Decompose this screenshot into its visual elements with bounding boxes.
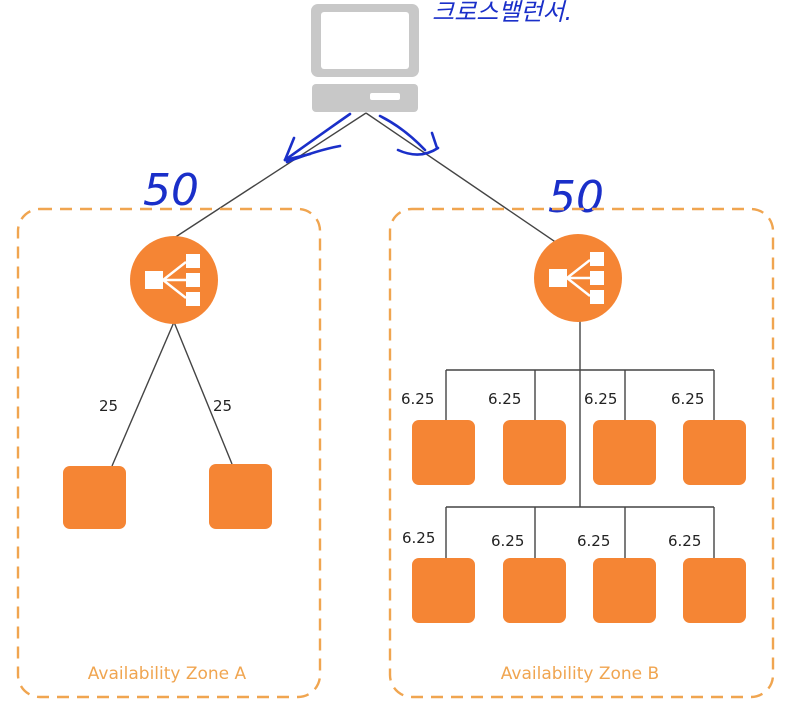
instance-b-8 bbox=[683, 558, 746, 623]
instance-b-4 bbox=[683, 420, 746, 485]
weight-label: 6.25 bbox=[402, 529, 435, 547]
weight-label: 25 bbox=[213, 397, 232, 415]
weight-label: 6.25 bbox=[668, 532, 701, 550]
weight-label: 6.25 bbox=[584, 390, 617, 408]
weight-label: 6.25 bbox=[577, 532, 610, 550]
link-lb-a-instance-1 bbox=[111, 321, 175, 467]
link-lb-a-instance-2 bbox=[173, 321, 233, 465]
share-left-annotation: 50 bbox=[143, 165, 199, 216]
instance-b-5 bbox=[412, 558, 475, 623]
instance-b-3 bbox=[593, 420, 656, 485]
computer-icon bbox=[311, 4, 419, 112]
handwritten-arrow-right bbox=[378, 114, 440, 156]
instance-a-2 bbox=[209, 464, 272, 529]
weight-label: 25 bbox=[99, 397, 118, 415]
instance-b-7 bbox=[593, 558, 656, 623]
link-client-lb-b bbox=[365, 112, 577, 257]
zone-b-label: Availability Zone B bbox=[501, 664, 659, 684]
weight-label: 6.25 bbox=[491, 532, 524, 550]
handwritten-arrow-left bbox=[283, 112, 352, 164]
load-balancer-icon bbox=[534, 234, 622, 322]
instance-b-6 bbox=[503, 558, 566, 623]
zone-a-border bbox=[16, 207, 322, 699]
instance-b-2 bbox=[503, 420, 566, 485]
link-client-lb-a bbox=[173, 112, 367, 239]
handwritten-note: 크로스밸런서. bbox=[432, 0, 572, 26]
zone-a-label: Availability Zone A bbox=[88, 664, 247, 684]
zone-b-links bbox=[445, 318, 715, 558]
instance-b-1 bbox=[412, 420, 475, 485]
instance-a-1 bbox=[63, 466, 126, 529]
zone-b-border bbox=[388, 207, 775, 699]
share-right-annotation: 50 bbox=[548, 172, 604, 223]
weight-label: 6.25 bbox=[401, 390, 434, 408]
weight-label: 6.25 bbox=[488, 390, 521, 408]
load-balancer-icon bbox=[130, 236, 218, 324]
weight-label: 6.25 bbox=[671, 390, 704, 408]
